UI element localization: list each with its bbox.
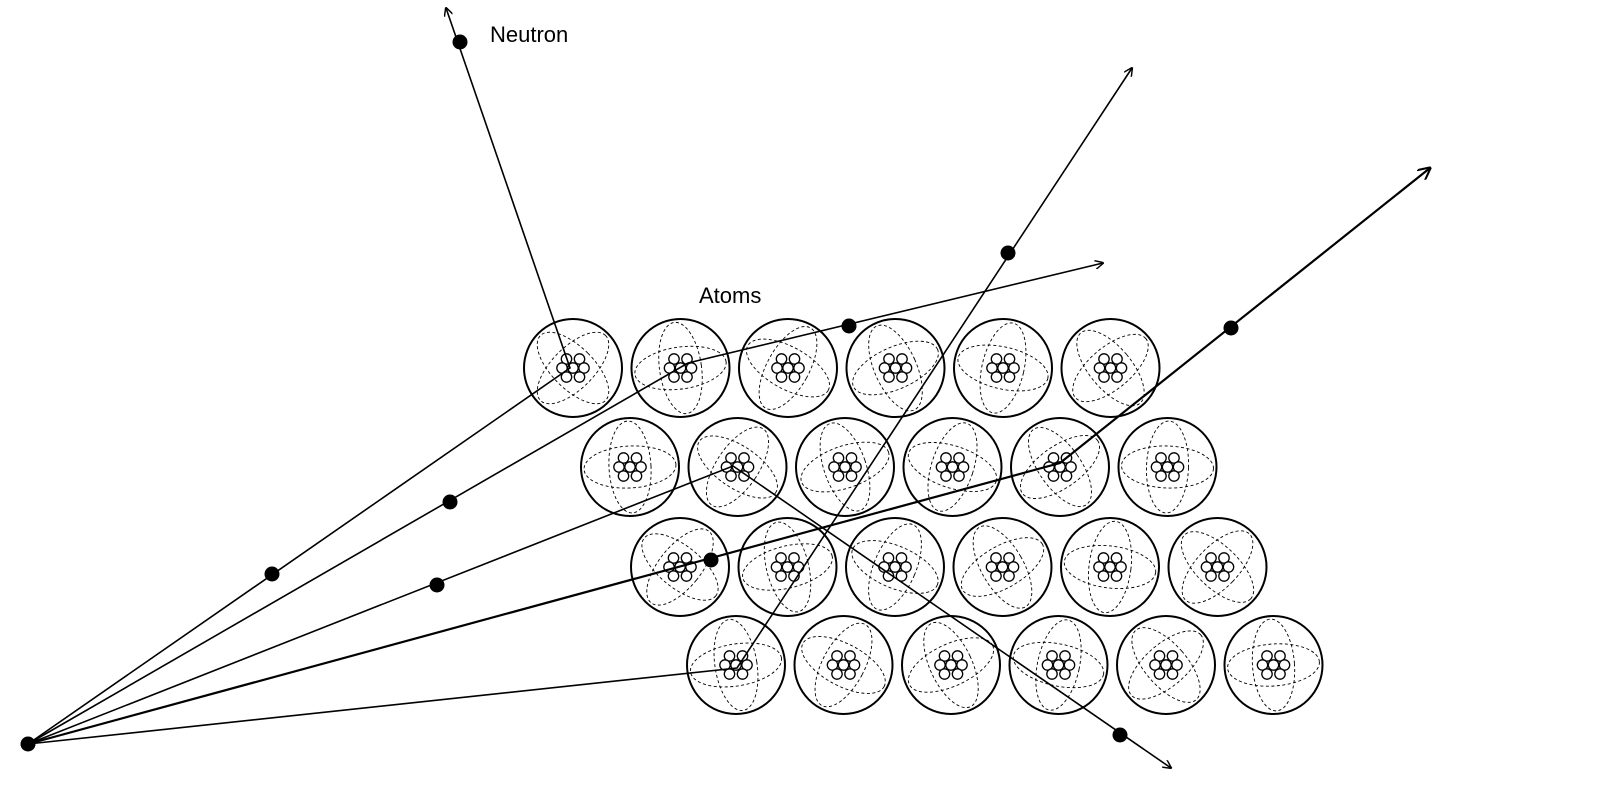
- neutron-dot: [1000, 245, 1016, 261]
- atom: [1223, 615, 1324, 715]
- atom: [737, 517, 838, 617]
- atom-nucleus: [1041, 650, 1076, 680]
- atom-nucleus: [934, 650, 968, 680]
- atom-nucleus: [1200, 552, 1235, 582]
- atom: [686, 615, 786, 715]
- neutron-path-scattered-down: [27, 465, 1171, 768]
- atom: [901, 615, 1001, 715]
- neutron-dot: [841, 318, 857, 334]
- atom-nucleus: [828, 452, 862, 482]
- atom-nucleus: [985, 552, 1020, 582]
- neutron-dot: [264, 566, 280, 582]
- atom-nucleus: [878, 353, 913, 383]
- neutron-path-scattered-right: [27, 263, 1103, 745]
- neutron-dot: [452, 34, 468, 50]
- atom: [902, 417, 1003, 517]
- neutron-path-deflected: [27, 168, 1430, 746]
- atom-nucleus: [935, 452, 970, 482]
- atom: [952, 517, 1053, 617]
- neutron-markers: [20, 34, 1239, 752]
- atom: [687, 417, 788, 517]
- atom-nucleus: [663, 353, 698, 383]
- neutron-paths: [27, 8, 1430, 768]
- atom-nucleus: [1093, 353, 1128, 383]
- atom: [1116, 615, 1216, 715]
- atom-nucleus: [556, 353, 590, 383]
- neutron-dot: [1112, 727, 1128, 743]
- atom-nucleus: [1043, 452, 1077, 482]
- atom-nucleus: [770, 552, 805, 582]
- neutron-path-long: [27, 68, 1132, 745]
- atom: [1167, 517, 1268, 617]
- atom-nucleus: [826, 650, 861, 680]
- atom: [1010, 417, 1110, 517]
- neutron-dot: [703, 552, 719, 568]
- atom: [738, 318, 838, 418]
- atom: [580, 417, 680, 517]
- atom: [845, 517, 945, 617]
- atom: [1060, 517, 1160, 617]
- atom: [793, 615, 894, 715]
- atom-nucleus: [1150, 452, 1185, 482]
- atom: [953, 318, 1053, 418]
- neutron-dot: [429, 577, 445, 593]
- atom: [1117, 417, 1218, 517]
- atom: [1060, 318, 1161, 418]
- atom-nucleus: [613, 452, 647, 482]
- neutron-dot: [1223, 320, 1239, 336]
- atom-lattice: [523, 318, 1324, 715]
- atom-nucleus: [719, 650, 753, 680]
- neutron-dot: [20, 736, 36, 752]
- atom-nucleus: [1093, 552, 1127, 582]
- atom-nucleus: [986, 353, 1020, 383]
- atoms-label: Atoms: [699, 283, 761, 308]
- atom: [845, 318, 946, 418]
- atom: [523, 318, 623, 418]
- neutron-path-scattered-up: [27, 8, 571, 745]
- atom: [795, 417, 895, 517]
- neutron-label: Neutron: [490, 22, 568, 47]
- atom-nucleus: [1149, 650, 1183, 680]
- atom-nucleus: [878, 552, 912, 582]
- atom: [1008, 615, 1109, 715]
- neutron-dot: [442, 494, 458, 510]
- atom-nucleus: [771, 353, 805, 383]
- atom-nucleus: [1256, 650, 1291, 680]
